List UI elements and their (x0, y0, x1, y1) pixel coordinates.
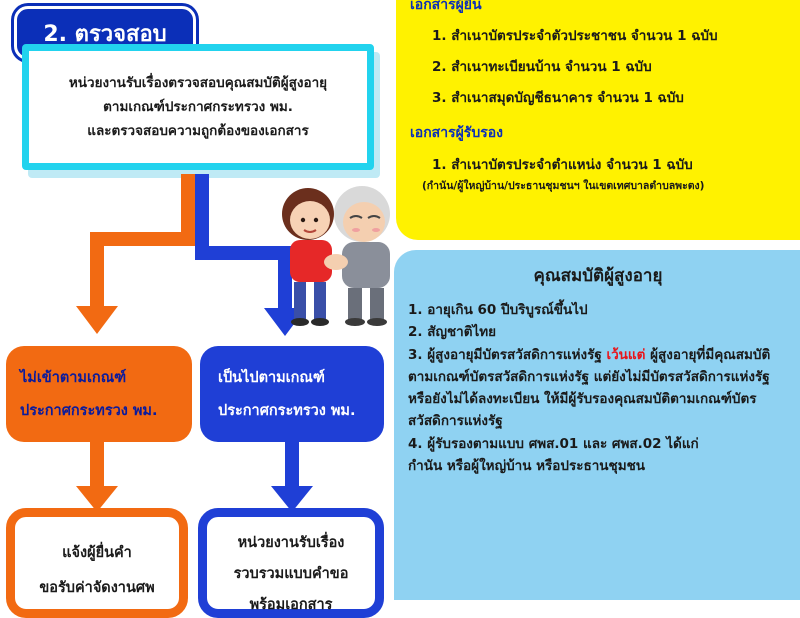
pass-result-line-3: พร้อมเอกสาร (249, 597, 333, 613)
pass-line-1: เป็นไปตามเกณฑ์ (218, 370, 325, 386)
certifier-doc-1: 1. สำเนาบัตรประจำตำแหน่ง จำนวน 1 ฉบับ (432, 157, 693, 173)
qualification-3-emphasis: เว้นแต่ (606, 346, 646, 363)
applicant-doc-1: 1. สำเนาบัตรประจำตัวประชาชน จำนวน 1 ฉบับ (432, 28, 718, 44)
check-step-box: หน่วยงานรับเรื่องตรวจสอบคุณสมบัติผู้สูงอ… (22, 44, 374, 170)
pass-result-box: หน่วยงานรับเรื่อง รวบรวมแบบคำขอ พร้อมเอก… (198, 508, 384, 618)
qualification-3-pre: 3. ผู้สูงอายุมีบัตรสวัสดิการแห่งรัฐ (408, 346, 607, 363)
applicant-doc-2: 2. สำเนาทะเบียนบ้าน จำนวน 1 ฉบับ (432, 59, 652, 75)
orange-arrow-icon (76, 174, 195, 512)
applicant-docs-heading: เอกสารผู้ยื่น (410, 0, 482, 13)
fail-line-1: ไม่เข้าตามเกณฑ์ (20, 370, 127, 386)
certifier-docs-heading: เอกสารผู้รับรอง (410, 125, 503, 141)
blue-arrow-icon (195, 174, 313, 512)
pass-result-line-2: รวบรวมแบบคำขอ (233, 566, 349, 582)
pass-result-line-1: หน่วยงานรับเรื่อง (237, 535, 345, 551)
pass-criteria-box: เป็นไปตามเกณฑ์ ประกาศกระทรวง พม. (200, 346, 384, 442)
qualification-4-certifiers: กำนัน หรือผู้ใหญ่บ้าน หรือประธานชุมชน (408, 457, 645, 474)
flow-arrows (76, 174, 313, 512)
pass-line-2: ประกาศกระทรวง พม. (218, 403, 356, 419)
qualification-1: 1. อายุเกิน 60 ปีบริบูรณ์ขึ้นไป (408, 302, 588, 318)
qualifications-panel: คุณสมบัติผู้สูงอายุ 1. อายุเกิน 60 ปีบริ… (394, 250, 800, 600)
check-line-1: หน่วยงานรับเรื่องตรวจสอบคุณสมบัติผู้สูงอ… (68, 74, 328, 91)
fail-result-line-2: ขอรับค่าจัดงานศพ (39, 580, 155, 596)
applicant-doc-3: 3. สำเนาสมุดบัญชีธนาคาร จำนวน 1 ฉบับ (432, 90, 684, 106)
fail-result-line-1: แจ้งผู้ยื่นคำ (62, 545, 132, 561)
fail-criteria-box: ไม่เข้าตามเกณฑ์ ประกาศกระทรวง พม. (6, 346, 192, 442)
fail-result-box: แจ้งผู้ยื่นคำ ขอรับค่าจัดงานศพ (6, 508, 188, 618)
certifier-note: (กำนัน/ผู้ใหญ่บ้าน/ประธานชุมชนฯ ในเขตเทศ… (422, 180, 705, 192)
check-line-2: ตามเกณฑ์ประกาศกระทรวง พม. (103, 98, 293, 115)
qualification-3-post: ผู้สูงอายุที่มีคุณสมบัติตามเกณฑ์บัตรสวัส… (408, 346, 771, 430)
documents-panel: เอกสารผู้ยื่น 1. สำเนาบัตรประจำตัวประชาช… (396, 0, 800, 240)
qualification-3: 3. ผู้สูงอายุมีบัตรสวัสดิการแห่งรัฐ เว้น… (408, 344, 788, 433)
qualification-2: 2. สัญชาติไทย (408, 324, 497, 341)
fail-line-2: ประกาศกระทรวง พม. (20, 403, 158, 419)
caregiver-and-elderly-illustration (282, 186, 390, 326)
qualification-4: 4. ผู้รับรองตามแบบ ศพส.01 และ ศพส.02 ได้… (408, 435, 699, 452)
qualifications-title: คุณสมบัติผู้สูงอายุ (533, 266, 663, 286)
check-line-3: และตรวจสอบความถูกต้องของเอกสาร (87, 123, 309, 140)
